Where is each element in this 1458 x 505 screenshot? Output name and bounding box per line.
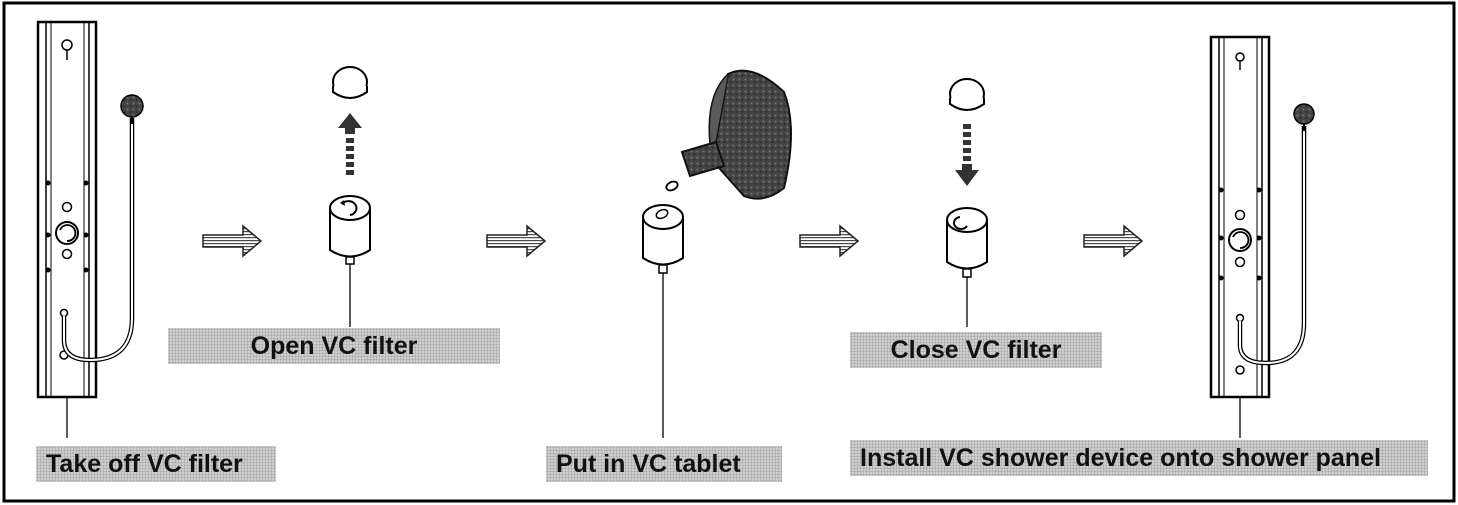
filter-cap-close xyxy=(949,78,985,111)
down-arrow-icon xyxy=(955,124,979,186)
vc-tablet-icon xyxy=(665,180,679,192)
step-arrow-3 xyxy=(799,224,860,258)
filter-cartridge-closed xyxy=(946,207,988,278)
step-label-close: Close VC filter xyxy=(850,332,1102,368)
step-label-put-in: Put in VC tablet xyxy=(546,446,782,482)
tablet-bottle-icon xyxy=(680,69,792,200)
up-arrow-icon xyxy=(338,113,362,175)
step-label-take-off: Take off VC filter xyxy=(36,446,276,482)
shower-panel-left xyxy=(36,20,144,399)
filter-cartridge-tablet xyxy=(642,204,684,274)
filter-cartridge-open xyxy=(329,195,371,265)
step-arrow-1 xyxy=(202,224,263,258)
step-label-install: Install VC shower device onto shower pan… xyxy=(850,440,1428,476)
step-label-open: Open VC filter xyxy=(168,328,500,364)
filter-cap-open xyxy=(332,66,368,99)
shower-panel-right xyxy=(1209,35,1315,399)
step-arrow-2 xyxy=(486,224,547,258)
step-arrow-4 xyxy=(1083,224,1144,258)
